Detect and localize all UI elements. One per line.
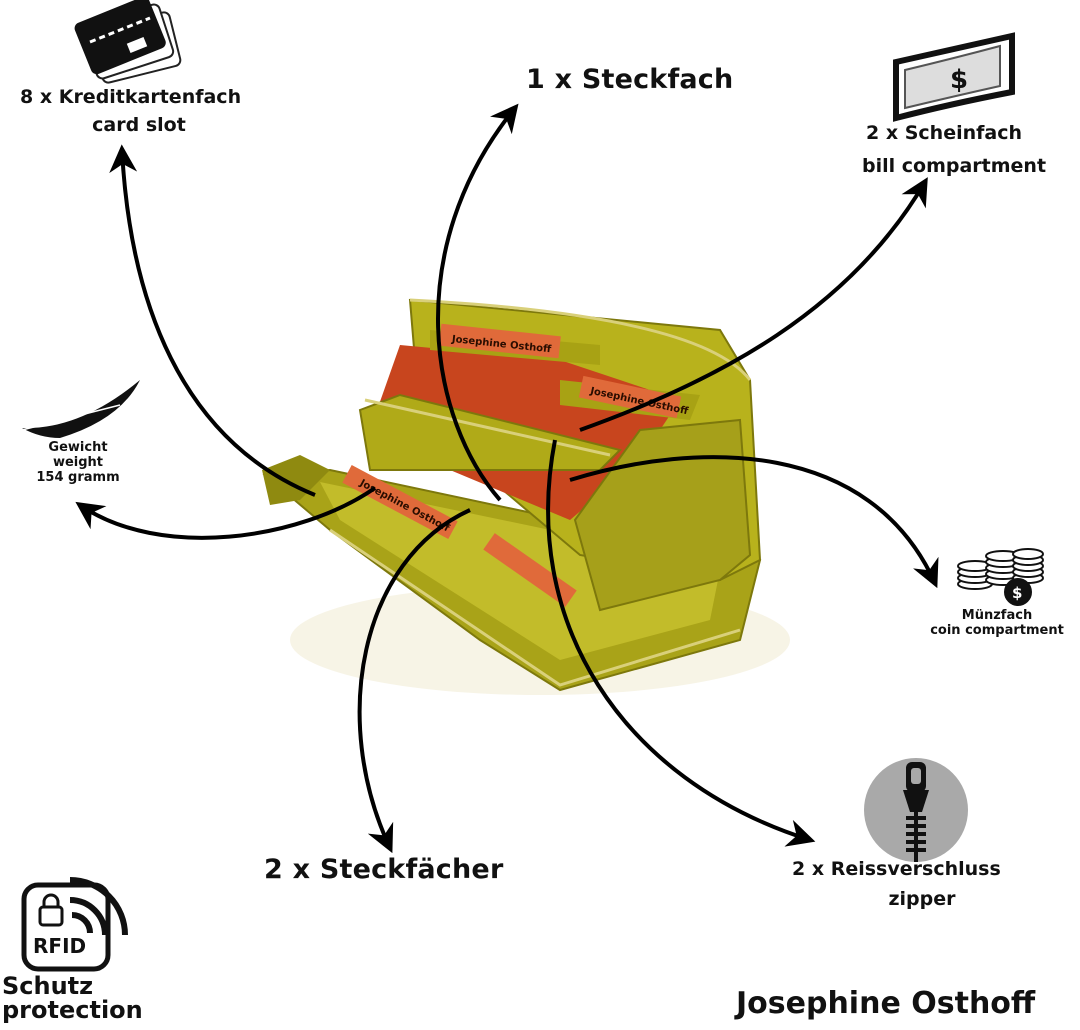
slip-pocket-label: 1 x Steckfach <box>526 64 734 95</box>
arrow-weight <box>75 486 377 540</box>
credit-cards-icon <box>74 0 182 84</box>
card-slot-label-en: card slot <box>92 114 186 136</box>
rfid-badge: RFID <box>31 934 89 958</box>
arrow-two-slip-pockets <box>357 508 471 854</box>
zipper-icon <box>864 758 968 862</box>
coins-icon: $ <box>957 548 1044 606</box>
brand-name: Josephine Osthoff <box>736 986 1036 1021</box>
zipper-label-de: 2 x Reissverschluss <box>792 858 1001 880</box>
bill-compartment-label-en: bill compartment <box>862 155 1047 177</box>
rfid-protection-label: Schutz protection <box>2 972 143 1024</box>
arrow-zipper <box>546 439 816 847</box>
arrow-slip-pocket <box>436 103 519 502</box>
arrow-card-slot <box>109 144 316 497</box>
arrow-bill-compartment <box>579 177 928 432</box>
callout-arrows <box>75 103 939 854</box>
banknote-icon: $ <box>893 32 1015 122</box>
feather-icon <box>21 380 140 438</box>
zipper-label-en: zipper <box>888 888 956 910</box>
card-slot-label-de: 8 x Kreditkartenfach <box>20 86 242 108</box>
coin-compartment-label: Münzfach coin compartment <box>930 608 1064 638</box>
bill-compartment-label-de: 2 x Scheinfach <box>866 122 1022 144</box>
svg-text:$: $ <box>950 65 968 95</box>
weight-label: Gewicht weight 154 gramm <box>36 440 120 485</box>
arrow-coin-compartment <box>569 455 939 589</box>
svg-text:$: $ <box>1012 584 1022 602</box>
wallet: Josephine Osthoff Josephine Osthoff Jose… <box>262 298 762 692</box>
two-slip-pockets-label: 2 x Steckfächer <box>264 854 504 885</box>
